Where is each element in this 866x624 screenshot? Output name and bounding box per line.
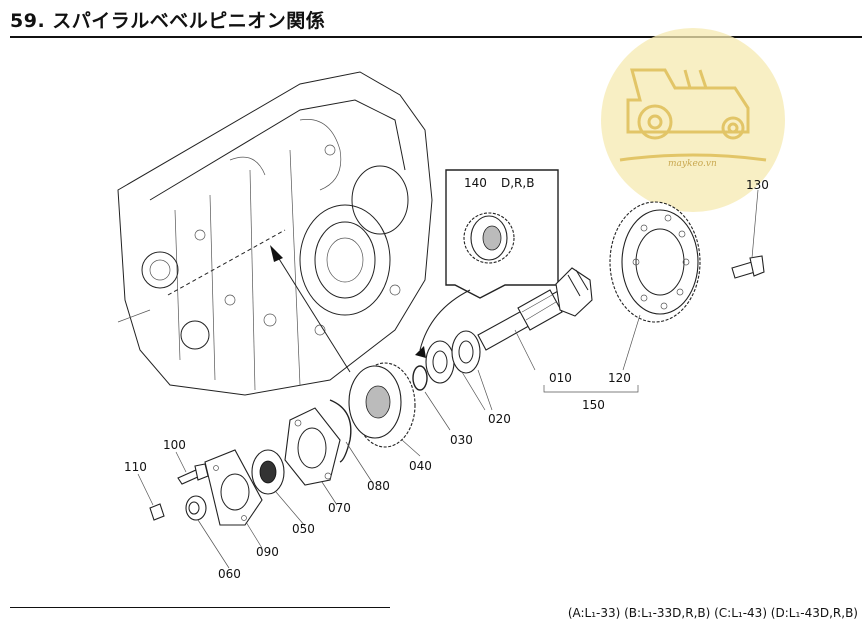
cover-090 [204,449,263,526]
gear-040 [348,362,416,448]
watermark-text: maykeo.vn [668,159,717,169]
label-030: 030 [450,433,473,447]
label-010: 010 [549,371,572,385]
label-020: 020 [488,412,511,426]
label-080: 080 [367,479,390,493]
pinion-shaft-010 [477,267,593,351]
install-arrow [270,245,351,373]
bearings-020 [425,330,481,384]
bolt-130 [731,255,765,279]
label-150: 150 [582,398,605,412]
inset-box-140 [415,169,559,358]
bolt-100 [177,463,209,485]
label-130: 130 [746,178,769,192]
label-140: 140 [464,176,487,190]
label-140-variants: D,R,B [501,176,534,190]
page-title: 59. スパイラルベベルピニオン関係 [10,10,326,32]
bottom-rule [10,607,390,608]
seal-050 [251,449,285,495]
model-footnote: (A:L₁-33) (B:L₁-33D,R,B) (C:L₁-43) (D:L₁… [567,606,858,620]
circlip-030 [412,365,428,391]
title-underline [10,36,862,38]
label-090: 090 [256,545,279,559]
retainer-070 [284,407,341,486]
label-050: 050 [292,522,315,536]
ring-gear-120 [609,201,701,323]
label-040: 040 [409,459,432,473]
label-060: 060 [218,567,241,581]
part-labels: 010 020 030 040 050 060 070 080 090 100 … [124,176,769,581]
transmission-case [117,71,433,396]
label-100: 100 [163,438,186,452]
label-120: 120 [608,371,631,385]
leader-lines [137,189,759,569]
label-070: 070 [328,501,351,515]
nut-060 [185,495,207,521]
plug-110 [149,503,165,521]
label-110: 110 [124,460,147,474]
watermark-logo: maykeo.vn [601,28,785,212]
spring-080 [329,399,352,463]
